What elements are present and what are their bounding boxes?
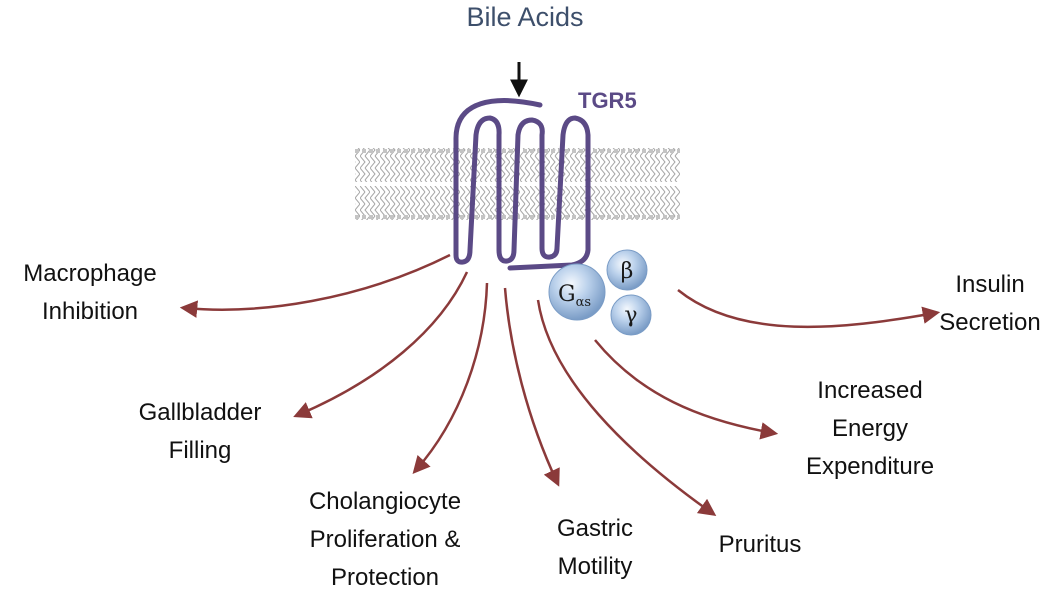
effect-arrows (179, 253, 941, 517)
arrow-macrophage (179, 253, 451, 318)
ligand-label: Bile Acids (466, 2, 584, 32)
effect-label-energy: Increased Energy Expenditure (805, 377, 935, 480)
g-protein-complex: Gαs β γ (548, 249, 652, 336)
arrow-cholangiocyte (412, 282, 489, 474)
g-alpha-main: G (558, 282, 576, 307)
tgr5-receptor (453, 98, 591, 271)
arrow-gastric (503, 287, 560, 487)
arrow-insulin (677, 289, 941, 329)
effect-label-pruritus: Pruritus (718, 531, 802, 558)
arrow-gallbladder (293, 271, 469, 419)
arrow-energy (594, 339, 779, 440)
g-beta-label: β (621, 259, 634, 284)
effect-label-macrophage: Macrophage Inhibition (23, 260, 157, 325)
effect-label-cholangiocyte: Cholangiocyte Proliferation & Protection (308, 488, 462, 591)
g-gamma-subunit (610, 294, 652, 336)
receptor-label: TGR5 (578, 88, 637, 113)
g-alpha-subunit (548, 263, 606, 321)
effect-label-insulin: Insulin Secretion (939, 271, 1041, 336)
svg-text:Gαs: Gαs (558, 282, 591, 310)
arrow-pruritus (536, 299, 717, 517)
effect-label-gastric: Gastric Motility (556, 515, 633, 580)
g-alpha-sub: αs (576, 295, 591, 310)
effect-label-gallbladder: Gallbladder Filling (138, 399, 262, 464)
g-gamma-label: γ (624, 303, 637, 328)
g-beta-subunit (606, 249, 648, 291)
